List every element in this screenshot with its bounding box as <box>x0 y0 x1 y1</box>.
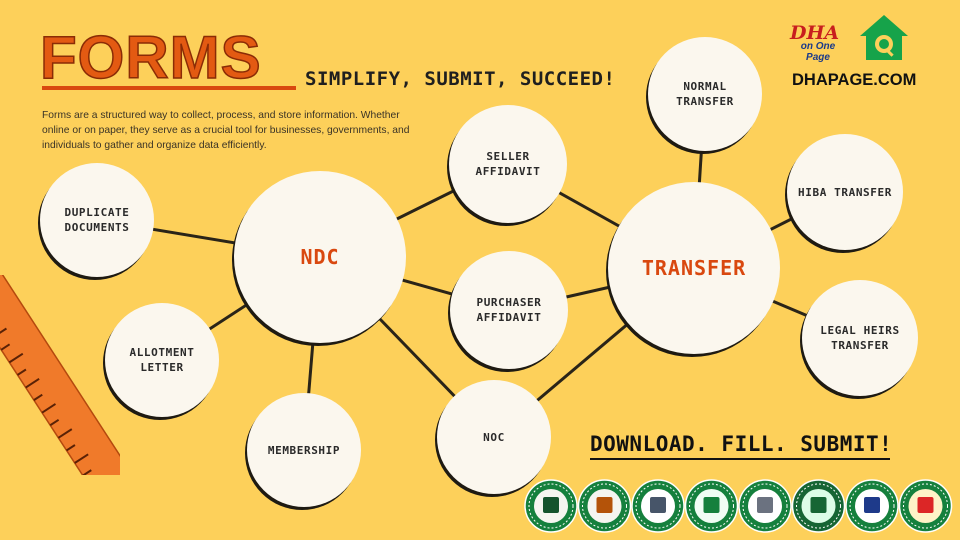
node-seller-affidavit-label: SELLER AFFIDAVIT <box>475 150 541 178</box>
node-legal-heirs-transfer-label: LEGAL HEIRS TRANSFER <box>820 324 900 352</box>
node-ndc[interactable]: NDC <box>234 171 406 343</box>
brand-name: DHA <box>790 22 840 44</box>
node-duplicate-documents-label: DUPLICATE DOCUMENTS <box>64 206 130 234</box>
node-membership[interactable]: MEMBERSHIP <box>247 393 361 507</box>
title-underline <box>42 86 296 90</box>
node-normal-transfer[interactable]: NORMAL TRANSFER <box>648 37 762 151</box>
node-seller-affidavit[interactable]: SELLER AFFIDAVIT <box>449 105 567 223</box>
dha-seal-icon <box>524 479 578 533</box>
ruler-icon <box>0 275 120 475</box>
download-fill-submit-heading: DOWNLOAD. FILL. SUBMIT! <box>590 432 893 456</box>
node-hiba-transfer-label: HIBA TRANSFER <box>798 185 892 199</box>
page-title: FORMS <box>39 24 262 91</box>
dha-seal-icon <box>791 479 846 533</box>
node-ndc-label: NDC <box>300 245 340 269</box>
node-allotment-letter-label: ALLOTMENT LETTER <box>129 346 195 374</box>
node-purchaser-affidavit[interactable]: PURCHASER AFFIDAVIT <box>450 251 568 369</box>
node-transfer-label: TRANSFER <box>641 256 747 280</box>
tagline: SIMPLIFY, SUBMIT, SUCCEED! <box>305 68 616 90</box>
brand-tagline: on One Page <box>800 41 836 63</box>
brand-url-link[interactable]: DHAPAGE.COM <box>792 71 917 89</box>
node-normal-transfer-label: NORMAL TRANSFER <box>676 80 734 108</box>
node-legal-heirs-transfer[interactable]: LEGAL HEIRS TRANSFER <box>802 280 918 396</box>
node-purchaser-affidavit-label: PURCHASER AFFIDAVIT <box>476 296 542 324</box>
dha-seals-row <box>524 479 953 533</box>
dha-seal-icon <box>898 479 953 533</box>
node-allotment-letter[interactable]: ALLOTMENT LETTER <box>105 303 219 417</box>
node-membership-label: MEMBERSHIP <box>267 443 341 457</box>
node-noc[interactable]: NOC <box>437 380 551 494</box>
node-hiba-transfer[interactable]: HIBA TRANSFER <box>787 134 903 250</box>
dha-seal-icon <box>845 479 899 533</box>
node-noc-label: NOC <box>483 430 505 444</box>
dha-seal-icon <box>738 479 792 533</box>
node-duplicate-documents[interactable]: DUPLICATE DOCUMENTS <box>40 163 154 277</box>
dha-seal-icon <box>684 479 739 533</box>
intro-paragraph: Forms are a structured way to collect, p… <box>42 110 410 151</box>
cta-underline <box>590 458 890 460</box>
dha-seal-icon <box>577 479 632 533</box>
node-transfer[interactable]: TRANSFER <box>608 182 780 354</box>
dha-seal-icon <box>631 479 685 533</box>
house-search-icon <box>860 15 908 60</box>
